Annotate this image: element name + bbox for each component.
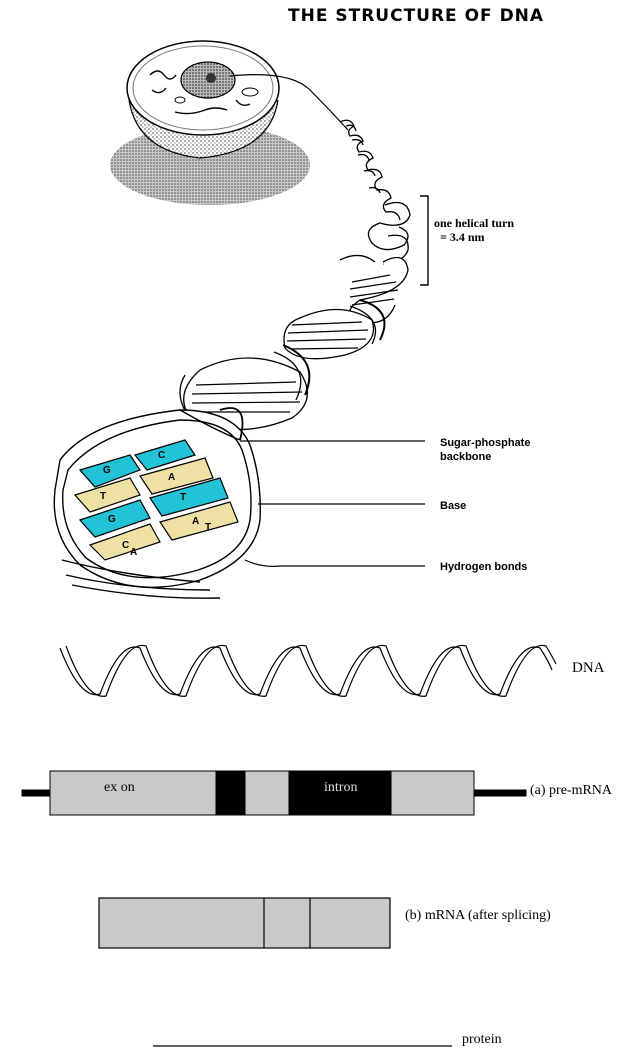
base-letter: T bbox=[100, 491, 106, 502]
base-letter: T bbox=[205, 522, 211, 533]
protein-label: protein bbox=[462, 1032, 502, 1048]
backbone-label-line1: Sugar-phosphate bbox=[440, 436, 530, 450]
exon-2 bbox=[245, 771, 289, 815]
base-letter: C bbox=[122, 540, 129, 551]
exon-3 bbox=[391, 771, 474, 815]
coiled-strand bbox=[340, 120, 410, 264]
dna-label: DNA bbox=[572, 660, 605, 677]
backbone-label: Sugar-phosphate backbone bbox=[440, 436, 530, 464]
cell bbox=[110, 41, 310, 205]
base-letter: A bbox=[168, 472, 175, 483]
helical-turn-label-line1: one helical turn bbox=[434, 216, 514, 230]
pre-mrna-label: (a) pre-mRNA bbox=[530, 783, 612, 799]
mrna-bar bbox=[99, 898, 390, 948]
exon-label: ex on bbox=[104, 780, 135, 796]
helical-turn-bracket bbox=[420, 196, 428, 285]
helical-turn-label: one helical turn = 3.4 nm bbox=[434, 216, 514, 244]
base-letter: C bbox=[158, 450, 165, 461]
hydrogen-bonds-label: Hydrogen bonds bbox=[440, 560, 527, 574]
intron-label: intron bbox=[324, 780, 357, 796]
pre-mrna-bar bbox=[22, 771, 526, 815]
label-leaders bbox=[240, 441, 425, 566]
helix-ribbon bbox=[180, 255, 408, 430]
intron-1 bbox=[216, 771, 245, 815]
base-letter: G bbox=[103, 465, 111, 476]
base-letter: T bbox=[180, 492, 186, 503]
base-letter: A bbox=[192, 516, 199, 527]
dna-wave bbox=[60, 645, 556, 696]
base-label: Base bbox=[440, 499, 466, 513]
helical-turn-label-line2: = 3.4 nm bbox=[434, 230, 514, 244]
backbone-label-line2: backbone bbox=[440, 450, 530, 464]
base-letter: G bbox=[108, 514, 116, 525]
mrna-label: (b) mRNA (after splicing) bbox=[405, 908, 551, 924]
base-letter: A bbox=[130, 547, 137, 558]
